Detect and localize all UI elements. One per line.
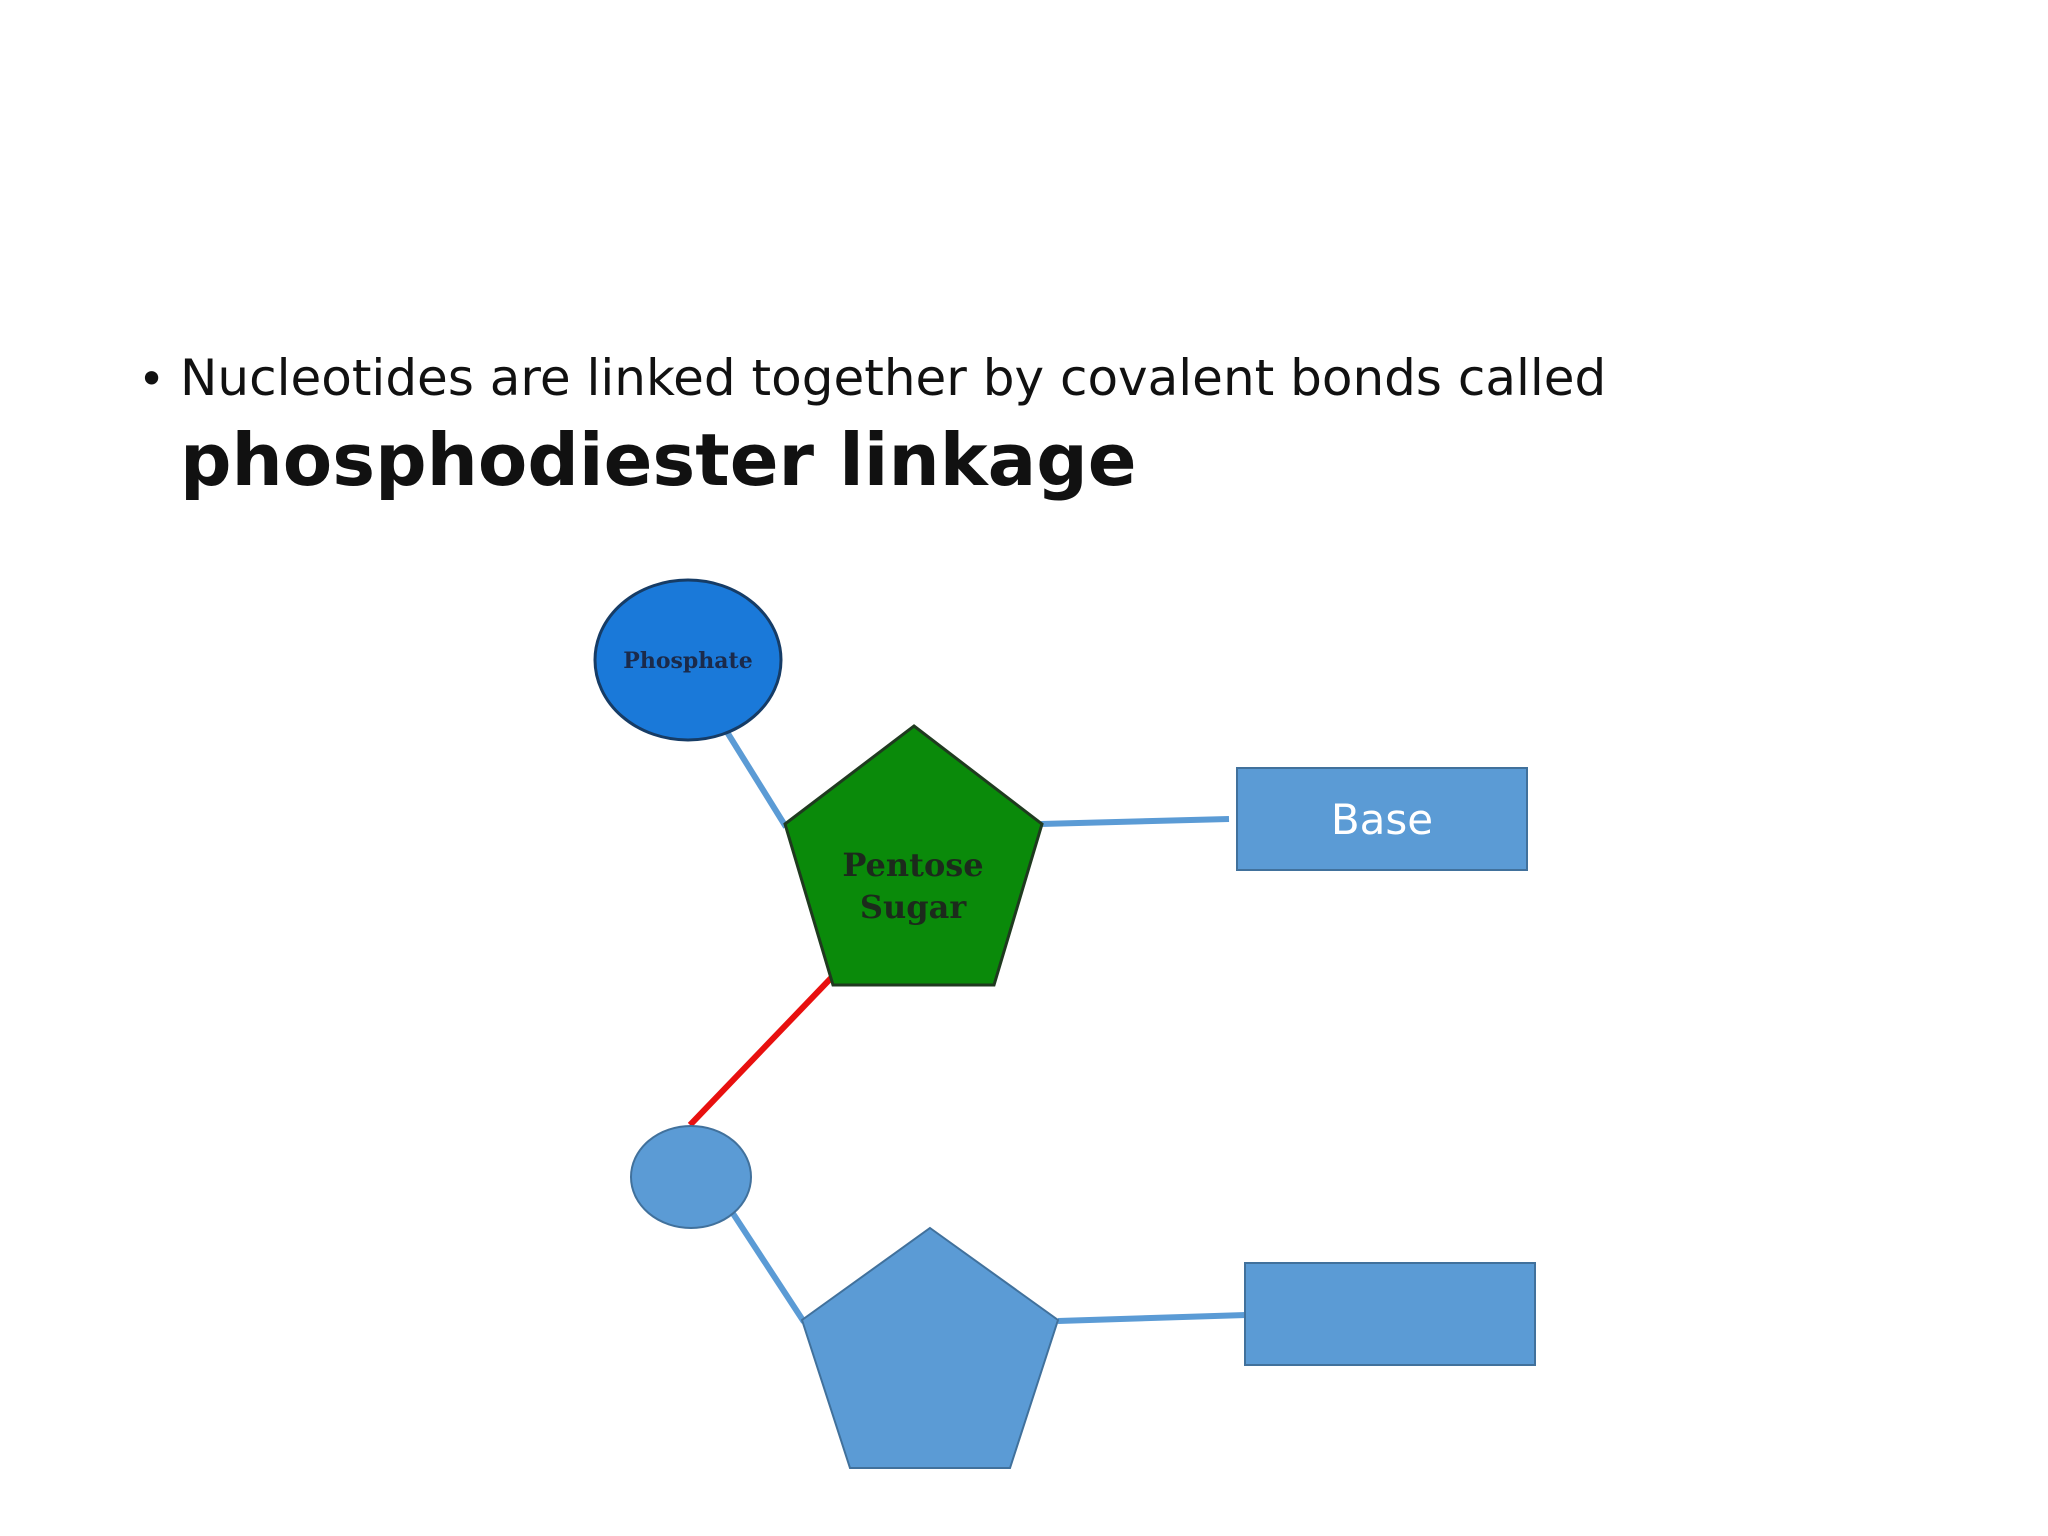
sugar-base-bond-bottom bbox=[1057, 1312, 1247, 1324]
bullet-symbol: • bbox=[138, 352, 166, 406]
base-rectangle-bottom bbox=[1244, 1262, 1536, 1366]
sugar-label-line1: Pentose bbox=[842, 846, 983, 884]
phosphodiester-linkage-line bbox=[687, 973, 836, 1128]
sugar-label-line2: Sugar bbox=[860, 888, 967, 926]
base-rectangle-top bbox=[1236, 767, 1528, 871]
bullet-text: Nucleotides are linked together by coval… bbox=[180, 349, 1607, 407]
phosphate-sugar-bond-bottom bbox=[729, 1210, 807, 1324]
phosphate-label: Phosphate bbox=[623, 648, 752, 674]
phosphate-sugar-bond-top bbox=[724, 730, 789, 829]
pentose-sugar-pentagon-top bbox=[783, 724, 1044, 987]
phosphate-circle-top bbox=[593, 578, 783, 742]
bullet-line: • Nucleotides are linked together by cov… bbox=[138, 342, 1838, 415]
phosphate-circle-bottom bbox=[630, 1125, 752, 1229]
bullet-emphasis: phosphodiester linkage bbox=[180, 418, 1137, 502]
base-label: Base bbox=[1331, 795, 1433, 844]
sugar-base-bond-top bbox=[1040, 816, 1230, 827]
bullet-point: • Nucleotides are linked together by cov… bbox=[138, 342, 1838, 505]
pentose-sugar-pentagon-bottom bbox=[800, 1226, 1060, 1469]
